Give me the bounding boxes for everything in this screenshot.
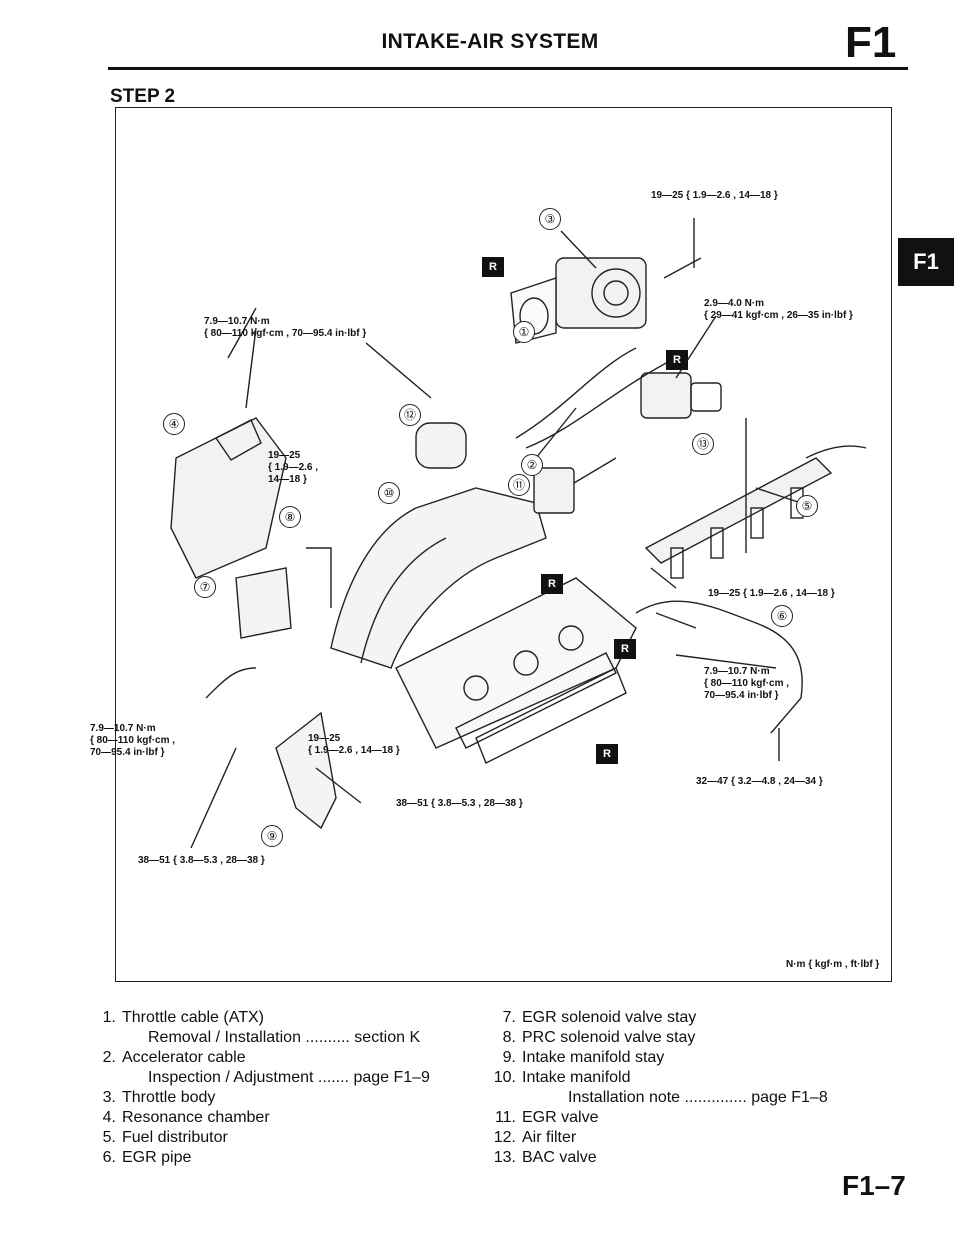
torque-mid-line2: { 1.9—2.6 , xyxy=(268,462,319,473)
legend-number: 7. xyxy=(502,1009,516,1026)
torque-resonance-line1: 7.9—10.7 N·m xyxy=(204,316,270,327)
callout-4: ④ xyxy=(163,413,185,435)
torque-distributor: 19—25 { 1.9—2.6 , 14—18 } xyxy=(708,588,835,599)
legend-text: Air filter xyxy=(522,1129,577,1146)
callout-8: ⑧ xyxy=(279,506,301,528)
torque-manifold: 38—51 { 3.8—5.3 , 28—38 } xyxy=(396,798,523,809)
torque-stay-line1: 19—25 xyxy=(308,733,341,744)
callout-11: ⑪ xyxy=(508,474,530,496)
torque-left-line2: { 80—110 kgf·cm , xyxy=(90,735,176,746)
header-rule xyxy=(108,67,908,70)
legend-text: Resonance chamber xyxy=(122,1109,270,1126)
diagram-drawing xyxy=(170,218,867,849)
callout-6: ⑥ xyxy=(771,605,793,627)
callout-1: ① xyxy=(513,321,535,343)
page-title: INTAKE-AIR SYSTEM xyxy=(381,30,599,53)
legend-subtext: Inspection / Adjustment ....... page F1–… xyxy=(148,1069,430,1086)
legend-number: 3. xyxy=(102,1089,116,1106)
torque-egr-line1: 7.9—10.7 N·m xyxy=(704,666,770,677)
legend-text: EGR valve xyxy=(522,1109,599,1126)
torque-left-line3: 70—95.4 in·lbf } xyxy=(90,747,165,758)
callout-5: ⑤ xyxy=(796,495,818,517)
callout-13: ⑬ xyxy=(692,433,714,455)
legend-right: 7. EGR solenoid valve stay 8. PRC solenoid… xyxy=(488,1008,928,1168)
legend-number: 12. xyxy=(493,1129,516,1146)
page-number: F1–7 xyxy=(842,1170,906,1201)
legend-number: 9. xyxy=(502,1049,516,1066)
legend-subtext: Removal / Installation .......... sectio… xyxy=(148,1029,421,1046)
torque-bac-line1: 2.9—4.0 N·m xyxy=(704,298,765,309)
replace-mark: R xyxy=(482,257,504,277)
legend-text: Throttle cable (ATX) xyxy=(122,1009,264,1026)
callout-7: ⑦ xyxy=(194,576,216,598)
torque-resonance-line2: { 80—110 kgf·cm , 70—95.4 in·lbf } xyxy=(204,328,367,339)
section-tab: F1 xyxy=(898,238,954,286)
replace-mark: R xyxy=(666,350,688,370)
legend-text: EGR pipe xyxy=(122,1149,192,1166)
units-note: N·m { kgf·m , ft·lbf } xyxy=(786,959,880,970)
legend-text: Throttle body xyxy=(122,1089,216,1106)
torque-stay-line2: { 1.9—2.6 , 14—18 } xyxy=(308,745,400,756)
legend-number: 4. xyxy=(102,1109,116,1126)
legend-number: 1. xyxy=(102,1009,116,1026)
callout-3: ③ xyxy=(539,208,561,230)
callout-2: ② xyxy=(521,454,543,476)
legend-subtext: Installation note .............. page F1… xyxy=(568,1089,828,1106)
step-label: STEP 2 xyxy=(110,86,176,107)
torque-mid-line1: 19—25 xyxy=(268,450,301,461)
legend-text: Intake manifold stay xyxy=(522,1049,665,1066)
torque-egr-line3: 70—95.4 in·lbf } xyxy=(704,690,779,701)
legend-text: EGR solenoid valve stay xyxy=(522,1009,697,1026)
replace-mark: R xyxy=(541,574,563,594)
legend-number: 8. xyxy=(502,1029,516,1046)
replace-mark: R xyxy=(596,744,618,764)
section-code: F1 xyxy=(845,18,897,67)
legend-number: 5. xyxy=(102,1129,116,1146)
torque-left-line1: 7.9—10.7 N·m xyxy=(90,723,156,734)
torque-bac-line2: { 29—41 kgf·cm , 26—35 in·lbf } xyxy=(704,310,853,321)
replace-mark: R xyxy=(614,639,636,659)
torque-egr-line2: { 80—110 kgf·cm , xyxy=(704,678,790,689)
legend-number: 13. xyxy=(493,1149,516,1166)
legend-text: Accelerator cable xyxy=(122,1049,246,1066)
callout-9: ⑨ xyxy=(261,825,283,847)
legend-number: 10. xyxy=(493,1069,516,1086)
torque-mid-line3: 14—18 } xyxy=(268,474,307,485)
legend-text: Fuel distributor xyxy=(122,1129,228,1146)
torque-pipe: 32—47 { 3.2—4.8 , 24—34 } xyxy=(696,776,823,787)
torque-throttle-bolt: 19—25 { 1.9—2.6 , 14—18 } xyxy=(651,190,778,201)
legend-text: BAC valve xyxy=(522,1149,597,1166)
legend-text: PRC solenoid valve stay xyxy=(522,1029,696,1046)
exploded-diagram: 19—25 { 1.9—2.6 , 14—18 } 2.9—4.0 N·m { … xyxy=(90,107,892,982)
legend-number: 6. xyxy=(102,1149,116,1166)
callout-10: ⑩ xyxy=(378,482,400,504)
legend-text: Intake manifold xyxy=(522,1069,631,1086)
legend-left: 1. Throttle cable (ATX) Removal / Install… xyxy=(88,1008,508,1168)
legend-number: 11. xyxy=(494,1109,516,1126)
legend-number: 2. xyxy=(102,1049,116,1066)
torque-stay-bottom: 38—51 { 3.8—5.3 , 28—38 } xyxy=(138,855,265,866)
callout-12: ⑫ xyxy=(399,404,421,426)
